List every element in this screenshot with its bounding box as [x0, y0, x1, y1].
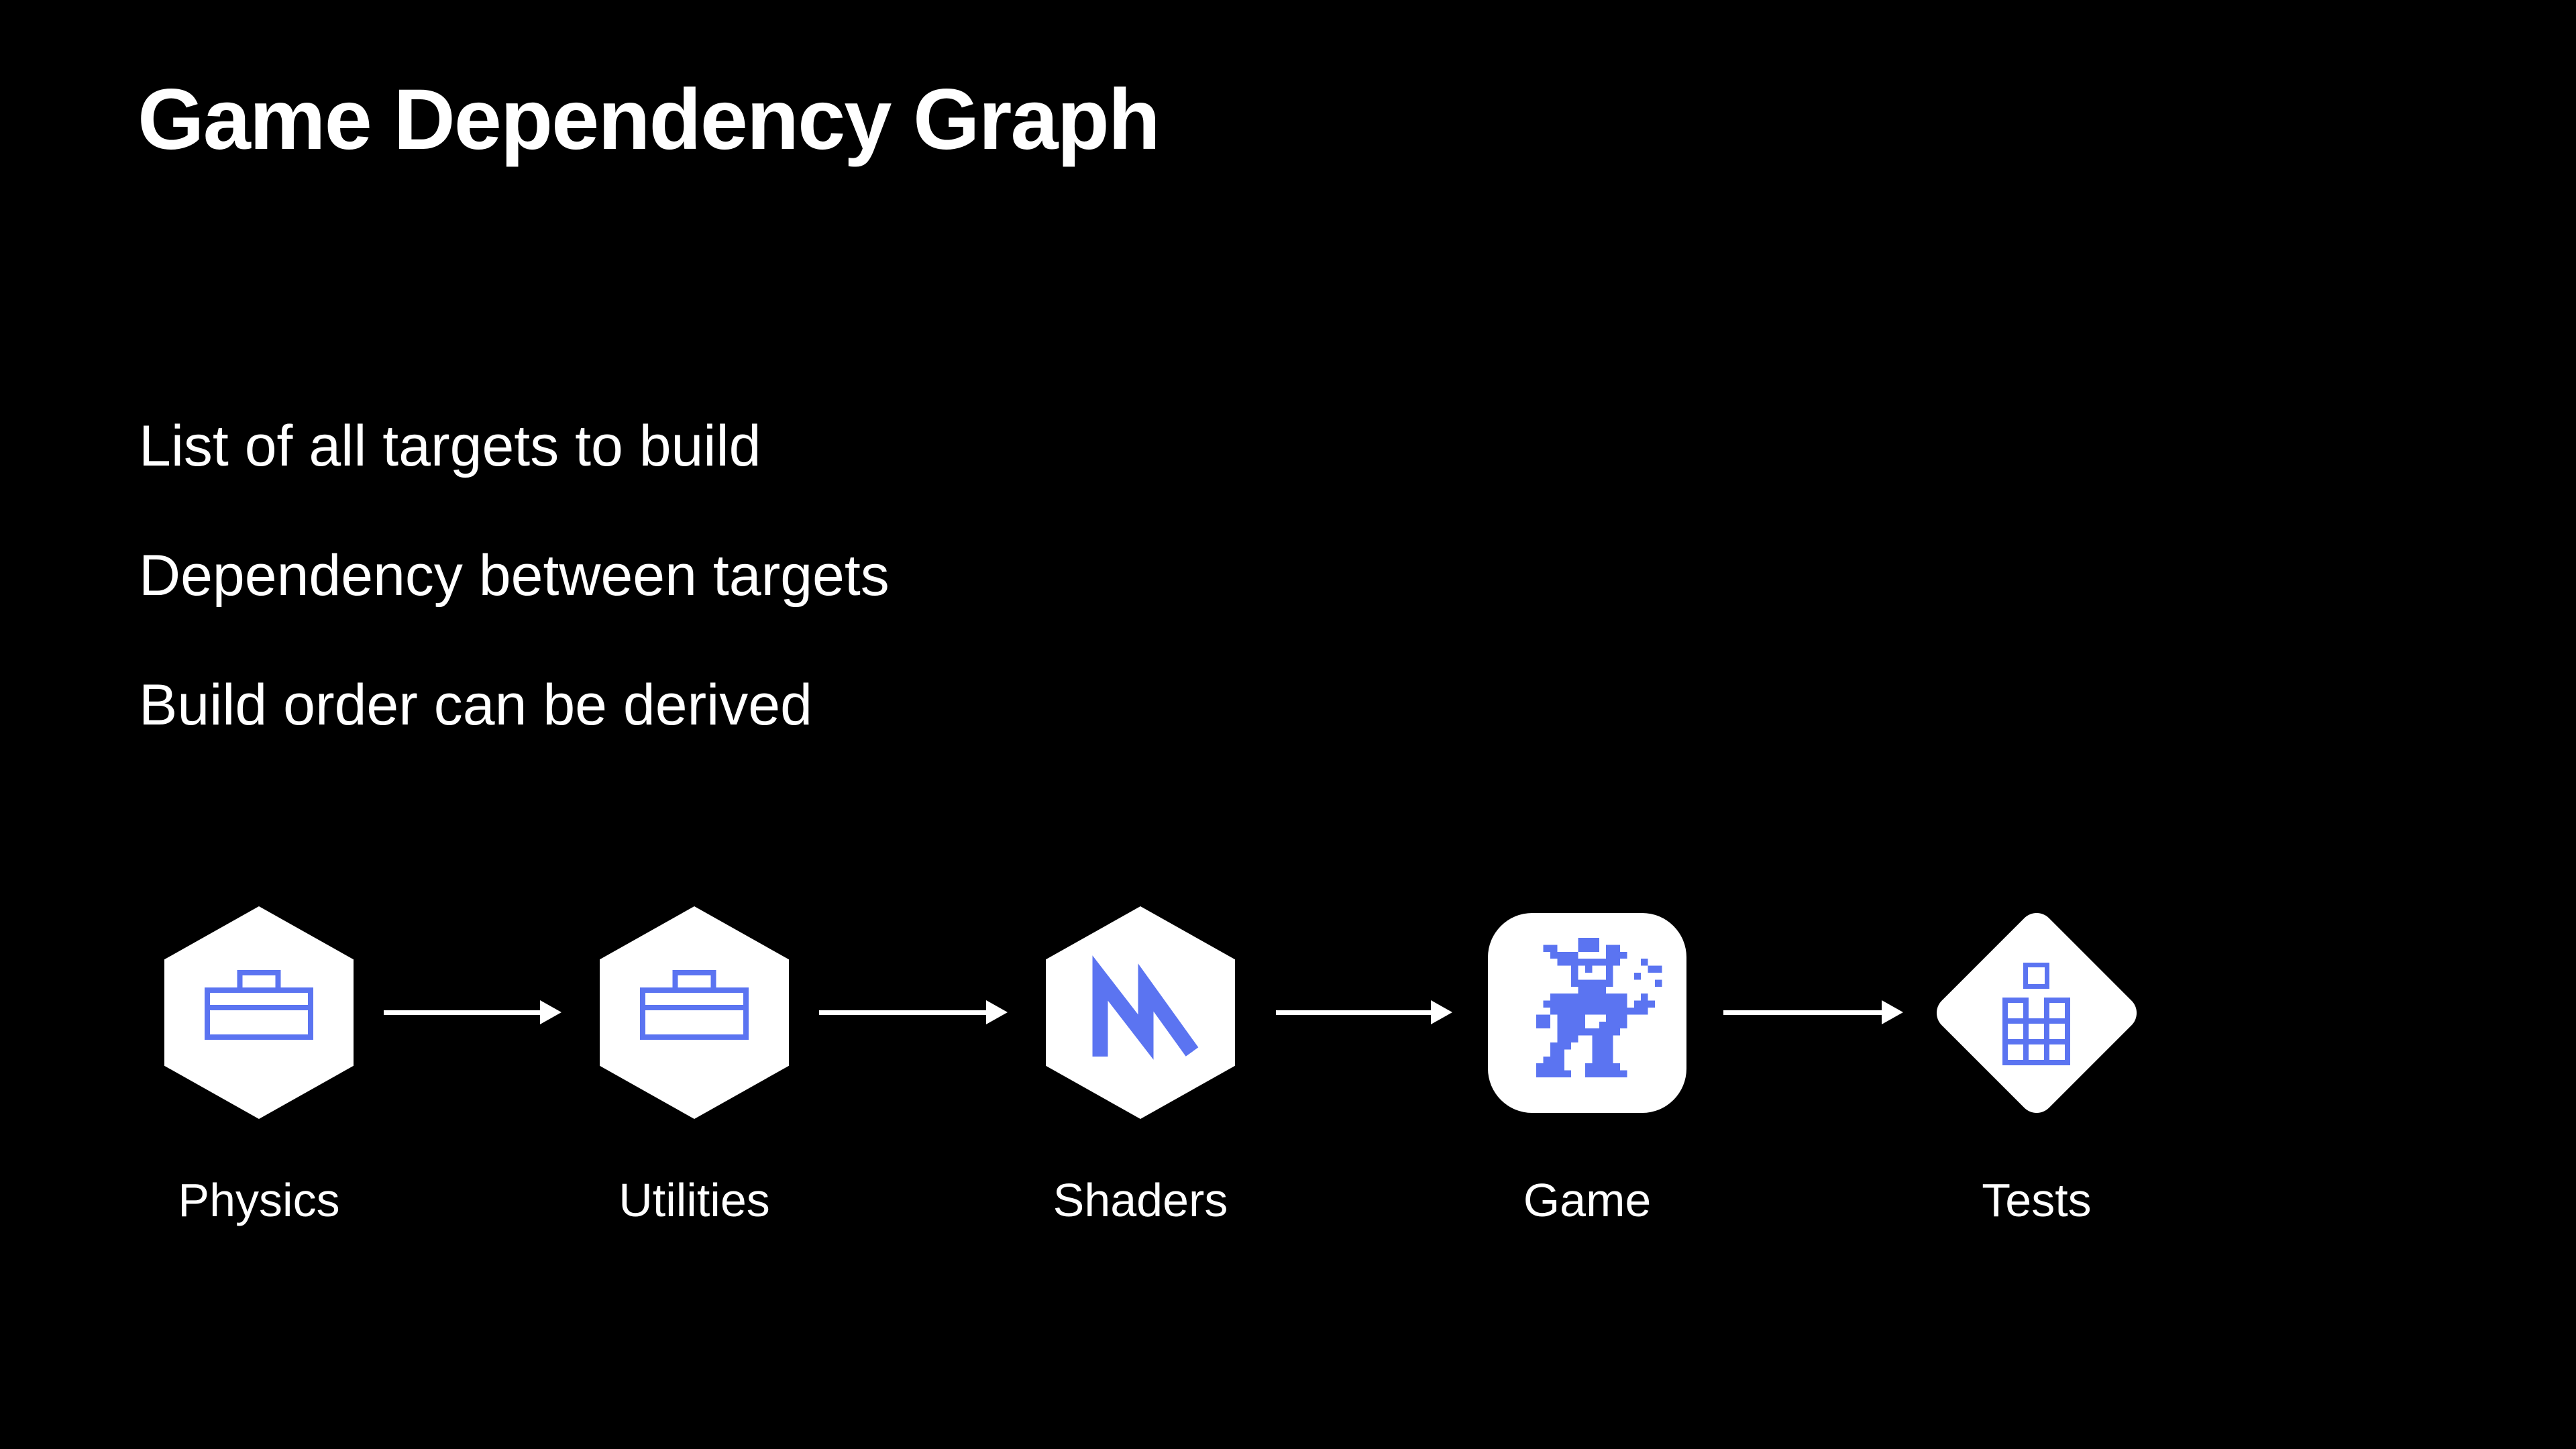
test-blocks-icon [2002, 963, 2070, 1065]
dependency-arrow [1723, 1000, 1903, 1024]
graph-node-game [1488, 913, 1686, 1113]
slide-title: Game Dependency Graph [138, 72, 1161, 168]
graph-node-shaders [1046, 906, 1235, 1119]
dependency-arrow [1276, 1000, 1452, 1024]
node-label-shaders: Shaders [1053, 1174, 1228, 1226]
briefcase-icon [640, 970, 749, 1040]
metal-m-icon [1092, 955, 1199, 1060]
graph-node-physics [164, 906, 354, 1119]
bullet-line: List of all targets to build [139, 414, 761, 478]
briefcase-icon [205, 970, 313, 1040]
node-label-game: Game [1523, 1174, 1652, 1226]
bullet-line: Build order can be derived [139, 673, 812, 737]
node-label-utilities: Utilities [619, 1174, 770, 1226]
bullet-line: Dependency between targets [139, 543, 890, 608]
pixel-hero-icon [1536, 938, 1662, 1077]
dependency-arrow [819, 1000, 1008, 1024]
graph-node-utilities [600, 906, 789, 1119]
dependency-arrow [384, 1000, 561, 1024]
node-label-physics: Physics [178, 1174, 340, 1226]
node-label-tests: Tests [1982, 1174, 2092, 1226]
